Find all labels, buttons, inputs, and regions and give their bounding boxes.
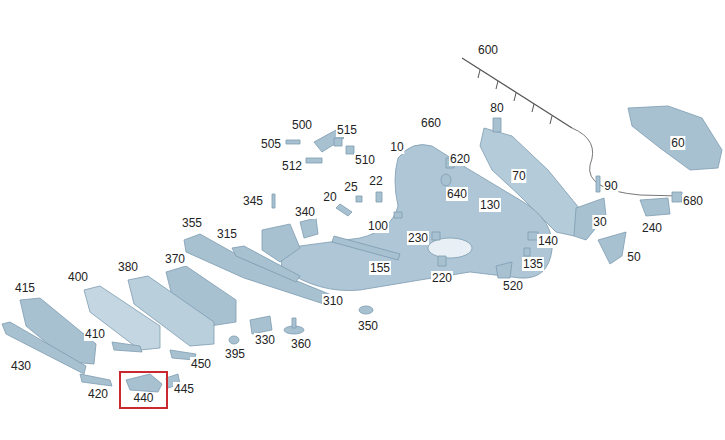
callout-number: 510 bbox=[354, 153, 376, 167]
callout-number: 25 bbox=[343, 180, 358, 194]
callout-number: 340 bbox=[294, 205, 316, 219]
callout-number: 420 bbox=[87, 387, 109, 401]
callout-number: 50 bbox=[626, 250, 641, 264]
callout-number: 660 bbox=[420, 116, 442, 130]
callout-number: 370 bbox=[164, 252, 186, 266]
callout-number: 430 bbox=[10, 359, 32, 373]
callout-number: 130 bbox=[479, 198, 501, 212]
callout-number: 90 bbox=[603, 179, 618, 193]
callout-number: 140 bbox=[537, 234, 559, 248]
callout-number: 445 bbox=[173, 382, 195, 396]
callout-number: 30 bbox=[592, 215, 607, 229]
callout-number: 680 bbox=[682, 194, 704, 208]
callout-number: 400 bbox=[67, 270, 89, 284]
callout-number: 345 bbox=[242, 194, 264, 208]
callout-number: 22 bbox=[368, 174, 383, 188]
callout-number: 505 bbox=[260, 137, 282, 151]
callout-number: 230 bbox=[407, 231, 429, 245]
callout-number: 10 bbox=[389, 140, 404, 154]
callout-number: 330 bbox=[254, 333, 276, 347]
callout-number: 70 bbox=[511, 169, 526, 183]
highlight-box: 440 bbox=[119, 371, 168, 409]
callout-number: 640 bbox=[446, 187, 468, 201]
callout-number: 240 bbox=[641, 221, 663, 235]
callout-number: 380 bbox=[117, 260, 139, 274]
callout-number: 155 bbox=[369, 261, 391, 275]
callout-number: 440 bbox=[121, 391, 166, 405]
callout-number: 355 bbox=[181, 216, 203, 230]
callout-number: 360 bbox=[290, 337, 312, 351]
callout-number: 20 bbox=[322, 190, 337, 204]
callout-number: 410 bbox=[84, 327, 106, 341]
callout-number: 350 bbox=[357, 319, 379, 333]
callout-number: 315 bbox=[216, 227, 238, 241]
callout-number: 512 bbox=[281, 159, 303, 173]
callout-number: 80 bbox=[489, 101, 504, 115]
callout-number: 135 bbox=[522, 257, 544, 271]
callout-number: 415 bbox=[14, 281, 36, 295]
callout-number: 220 bbox=[431, 271, 453, 285]
callout-number: 600 bbox=[477, 43, 499, 57]
callout-number: 450 bbox=[190, 357, 212, 371]
callout-number: 100 bbox=[367, 219, 389, 233]
callout-number: 515 bbox=[336, 123, 358, 137]
callout-number: 310 bbox=[322, 294, 344, 308]
callout-number: 520 bbox=[502, 279, 524, 293]
callout-number: 500 bbox=[291, 118, 313, 132]
callout-number: 620 bbox=[449, 152, 471, 166]
callout-number: 60 bbox=[670, 136, 685, 150]
callout-number: 395 bbox=[224, 347, 246, 361]
